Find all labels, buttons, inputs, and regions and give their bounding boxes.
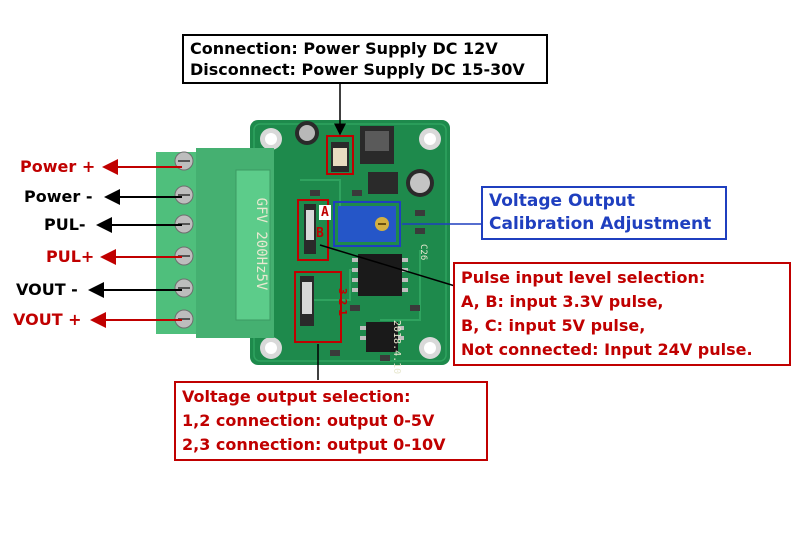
mounting-hole xyxy=(419,337,441,359)
terminal-screw xyxy=(174,185,194,205)
potentiometer-icon xyxy=(338,206,396,242)
calibration-callout-line2: Calibration Adjustment xyxy=(489,214,712,234)
jumper-icon xyxy=(300,276,314,326)
power-supply-callout: Connection: Power Supply DC 12V Disconne… xyxy=(182,34,548,84)
voltage-callout-line3: 2,3 connection: output 0-10V xyxy=(182,435,446,454)
capacitor-code-label: C26 xyxy=(418,244,428,261)
pulse-jumper-highlight xyxy=(297,199,329,261)
voltage-callout-line2: 1,2 connection: output 0-5V xyxy=(182,411,435,430)
voltage-callout-line1: Voltage output selection: xyxy=(182,387,411,406)
mounting-hole xyxy=(419,128,441,150)
pulse-callout-line4: Not connected: Input 24V pulse. xyxy=(461,340,753,359)
terminal-screw xyxy=(174,309,194,329)
pcb-board xyxy=(250,120,450,365)
pulse-callout-line3: B, C: input 5V pulse, xyxy=(461,316,646,335)
power-jumper xyxy=(331,142,349,172)
mounting-hole xyxy=(260,128,282,150)
jumper-icon xyxy=(304,204,316,254)
power-callout-line1: Connection: Power Supply DC 12V xyxy=(190,39,498,58)
pulse-callout-line1: Pulse input level selection: xyxy=(461,268,706,287)
pulse-callout-connector xyxy=(319,244,456,287)
pin-label-vout-plus: VOUT + xyxy=(13,310,82,329)
voltage-output-callout: Voltage output selection: 1,2 connection… xyxy=(174,381,488,461)
pin-label-power-plus: Power + xyxy=(20,157,96,176)
ic-chip xyxy=(352,254,408,296)
power-jumper-highlight xyxy=(326,135,354,175)
calibration-callout: Voltage Output Calibration Adjustment xyxy=(481,186,727,240)
voltage-regulator xyxy=(360,126,394,164)
pin-label-power-minus: Power - xyxy=(24,187,93,206)
terminal-screw xyxy=(174,278,194,298)
pulse-callout-line2: A, B: input 3.3V pulse, xyxy=(461,292,664,311)
mounting-hole xyxy=(260,337,282,359)
calibration-callout-line1: Voltage Output xyxy=(489,191,636,211)
screw-terminal-icon xyxy=(156,148,274,338)
pin-label-pul-minus: PUL- xyxy=(44,215,86,234)
voltage-jumper-highlight xyxy=(294,271,342,343)
jumper-b-label: B xyxy=(316,226,324,241)
potentiometer-highlight xyxy=(333,201,401,247)
capacitor xyxy=(406,169,434,197)
board-model-label: GFV 200Hz5V xyxy=(253,197,269,291)
pulse-level-callout: Pulse input level selection: A, B: input… xyxy=(453,262,791,366)
terminal-screw xyxy=(174,151,194,171)
voltage-jumper-numbers: 321 xyxy=(336,288,349,320)
power-callout-line2: Disconnect: Power Supply DC 15-30V xyxy=(190,60,525,79)
capacitor xyxy=(295,121,319,145)
pin-label-vout-minus: VOUT - xyxy=(16,280,78,299)
transistor xyxy=(368,172,398,194)
pin-label-pul-plus: PUL+ xyxy=(46,247,95,266)
board-date-label: 2018.4.10 xyxy=(391,320,402,375)
ic-chip xyxy=(360,322,404,352)
jumper-a-label: A xyxy=(319,205,331,220)
